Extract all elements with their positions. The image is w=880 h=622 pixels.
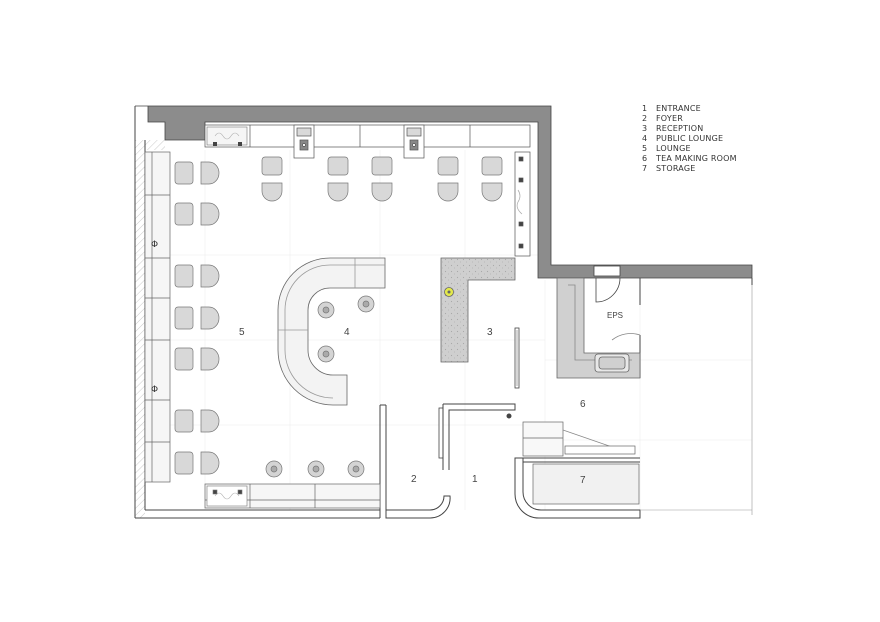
planter-top-left-marker (213, 142, 217, 146)
legend-number: 1 (642, 104, 648, 113)
planter-top-left (206, 126, 248, 146)
column-1 (293, 124, 315, 159)
room-number-public-lounge: 4 (344, 327, 350, 338)
eps-door (593, 265, 641, 341)
reception-counter (440, 257, 516, 363)
top-window-strip (204, 124, 531, 148)
exterior-walls (135, 105, 753, 279)
tea-room-walls (514, 457, 641, 519)
legend-item: 3 RECEPTION (642, 124, 737, 134)
room-number-lounge: 5 (239, 327, 245, 338)
room-number-reception: 3 (487, 327, 493, 338)
column-2 (403, 124, 425, 159)
right-edge (640, 285, 753, 515)
room-legend: 1 ENTRANCE 2 FOYER 3 RECEPTION 4 PUBLIC LOUN… (642, 104, 737, 174)
right-window-strip (514, 151, 531, 257)
exterior-hatch-corner (145, 140, 165, 150)
legend-label: LOUNGE (656, 144, 691, 153)
legend-item: 4 PUBLIC LOUNGE (642, 134, 737, 144)
legend-number: 3 (642, 124, 648, 133)
tea-shelf (522, 421, 636, 457)
legend-label: FOYER (656, 114, 683, 123)
exterior-hatch-left (135, 140, 145, 518)
legend-label: RECEPTION (656, 124, 704, 133)
lounge-chairs-top (261, 156, 503, 202)
socket-symbol-upper: Φ (151, 240, 158, 250)
planter-bottom-left (206, 485, 248, 507)
lounge-chairs-left (174, 161, 220, 475)
legend-number: 7 (642, 164, 648, 173)
legend-number: 4 (642, 134, 648, 143)
legend-label: STORAGE (656, 164, 696, 173)
room-number-entrance: 1 (472, 474, 478, 485)
legend-item: 2 FOYER (642, 114, 737, 124)
legend-number: 5 (642, 144, 648, 153)
legend-number: 2 (642, 114, 648, 123)
planter-top-right-marker (238, 142, 242, 146)
legend-label: TEA MAKING ROOM (656, 154, 737, 163)
legend-label: PUBLIC LOUNGE (656, 134, 724, 143)
foyer-curved-wall (385, 495, 451, 519)
room-number-storage: 7 (580, 475, 586, 486)
glass-partitions (438, 327, 520, 459)
floor-grid (135, 150, 752, 515)
room-number-tea-room: 6 (580, 399, 586, 410)
entrance-walls (442, 403, 516, 470)
socket-symbol-lower: Φ (151, 385, 158, 395)
curved-sofa (277, 257, 386, 406)
left-bench (144, 151, 171, 483)
eps-label: EPS (607, 311, 623, 320)
storage-box (532, 463, 640, 505)
round-stools (265, 295, 375, 478)
tea-counter (556, 277, 641, 379)
legend-item: 6 TEA MAKING ROOM (642, 154, 737, 164)
legend-number: 6 (642, 154, 648, 163)
legend-label: ENTRANCE (656, 104, 701, 113)
legend-item: 1 ENTRANCE (642, 104, 737, 114)
room-number-foyer: 2 (411, 474, 417, 485)
legend-item: 7 STORAGE (642, 164, 737, 174)
legend-item: 5 LOUNGE (642, 144, 737, 154)
